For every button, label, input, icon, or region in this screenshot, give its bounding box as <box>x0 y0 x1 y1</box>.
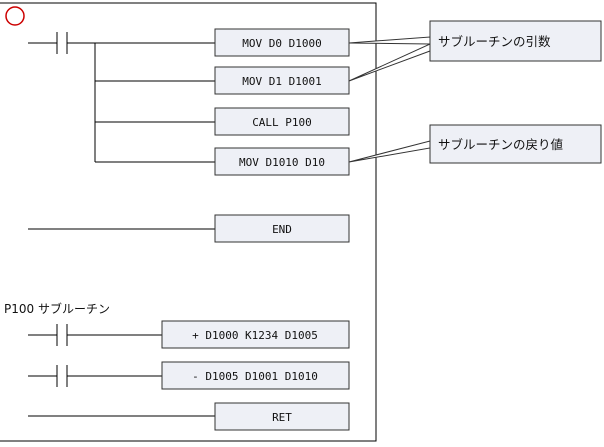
end-rung: END <box>28 214 350 243</box>
instruction-text: - D1005 D1001 D1010 <box>192 370 318 383</box>
callout-pointer <box>348 140 431 163</box>
end-label: END <box>272 223 292 236</box>
instruction-box-mov-d0: MOV D0 D1000 <box>214 28 350 57</box>
subroutine-rung-2: - D1005 D1001 D1010 <box>28 361 350 390</box>
instruction-box-call: CALL P100 <box>214 107 350 136</box>
program-border <box>0 2 377 442</box>
contact-symbol <box>56 324 68 346</box>
instruction-text: + D1000 K1234 D1005 <box>192 329 318 342</box>
callout-pointer <box>348 36 431 45</box>
instruction-text: MOV D1010 D10 <box>239 156 325 169</box>
subroutine-label: P100 サブルーチン <box>4 301 110 316</box>
contact-symbol <box>56 365 68 387</box>
marker-circle <box>5 6 25 26</box>
callout-pointer <box>348 43 431 82</box>
rung-1: MOV D0 D1000 MOV D1 D1001 CALL P100 MOV … <box>28 28 350 176</box>
callout-return-value: サブルーチンの戻り値 <box>348 124 602 164</box>
callout-text: サブルーチンの引数 <box>438 34 551 49</box>
instruction-box-mov-d1: MOV D1 D1001 <box>214 66 350 95</box>
callout-arguments: サブルーチンの引数 <box>348 20 602 82</box>
callout-text: サブルーチンの戻り値 <box>438 137 563 152</box>
ret-rung: RET <box>28 402 350 431</box>
subroutine-rung-1: + D1000 K1234 D1005 <box>28 320 350 349</box>
instruction-text: CALL P100 <box>252 116 312 129</box>
instruction-box-mov-d1010: MOV D1010 D10 <box>214 147 350 176</box>
ret-label: RET <box>272 411 292 424</box>
instruction-text: MOV D1 D1001 <box>242 75 321 88</box>
contact-symbol <box>56 32 68 54</box>
instruction-text: MOV D0 D1000 <box>242 37 321 50</box>
